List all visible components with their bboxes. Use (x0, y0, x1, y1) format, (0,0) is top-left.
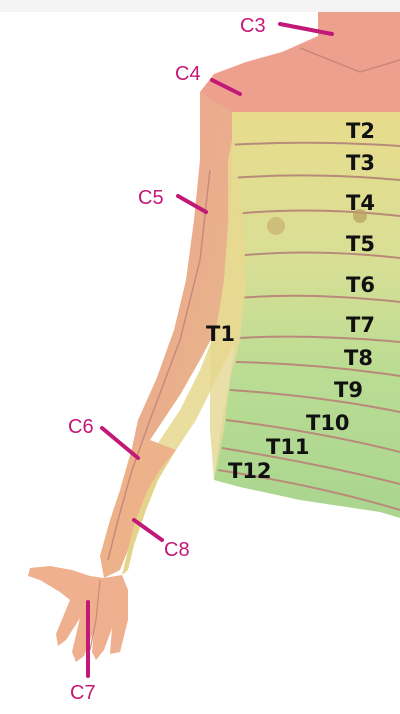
label-c7: C7 (70, 682, 96, 704)
label-c4: C4 (175, 63, 201, 85)
label-c3: C3 (240, 15, 266, 37)
label-t1: T1 (206, 322, 235, 346)
label-t10: T10 (306, 411, 350, 435)
top-strip (0, 0, 400, 12)
label-t5: T5 (346, 232, 375, 256)
label-t2: T2 (346, 119, 375, 143)
hand (28, 566, 128, 662)
label-t3: T3 (346, 151, 375, 175)
nipple-left (267, 217, 285, 235)
label-t11: T11 (266, 435, 310, 459)
label-t12: T12 (228, 459, 272, 483)
label-c8: C8 (164, 539, 190, 561)
label-c6: C6 (68, 416, 94, 438)
c6-pointer (102, 428, 138, 458)
label-t7: T7 (346, 313, 375, 337)
label-t9: T9 (334, 378, 363, 402)
label-t6: T6 (346, 273, 375, 297)
label-c5: C5 (138, 187, 164, 209)
label-t4: T4 (346, 191, 375, 215)
label-t8: T8 (344, 346, 373, 370)
